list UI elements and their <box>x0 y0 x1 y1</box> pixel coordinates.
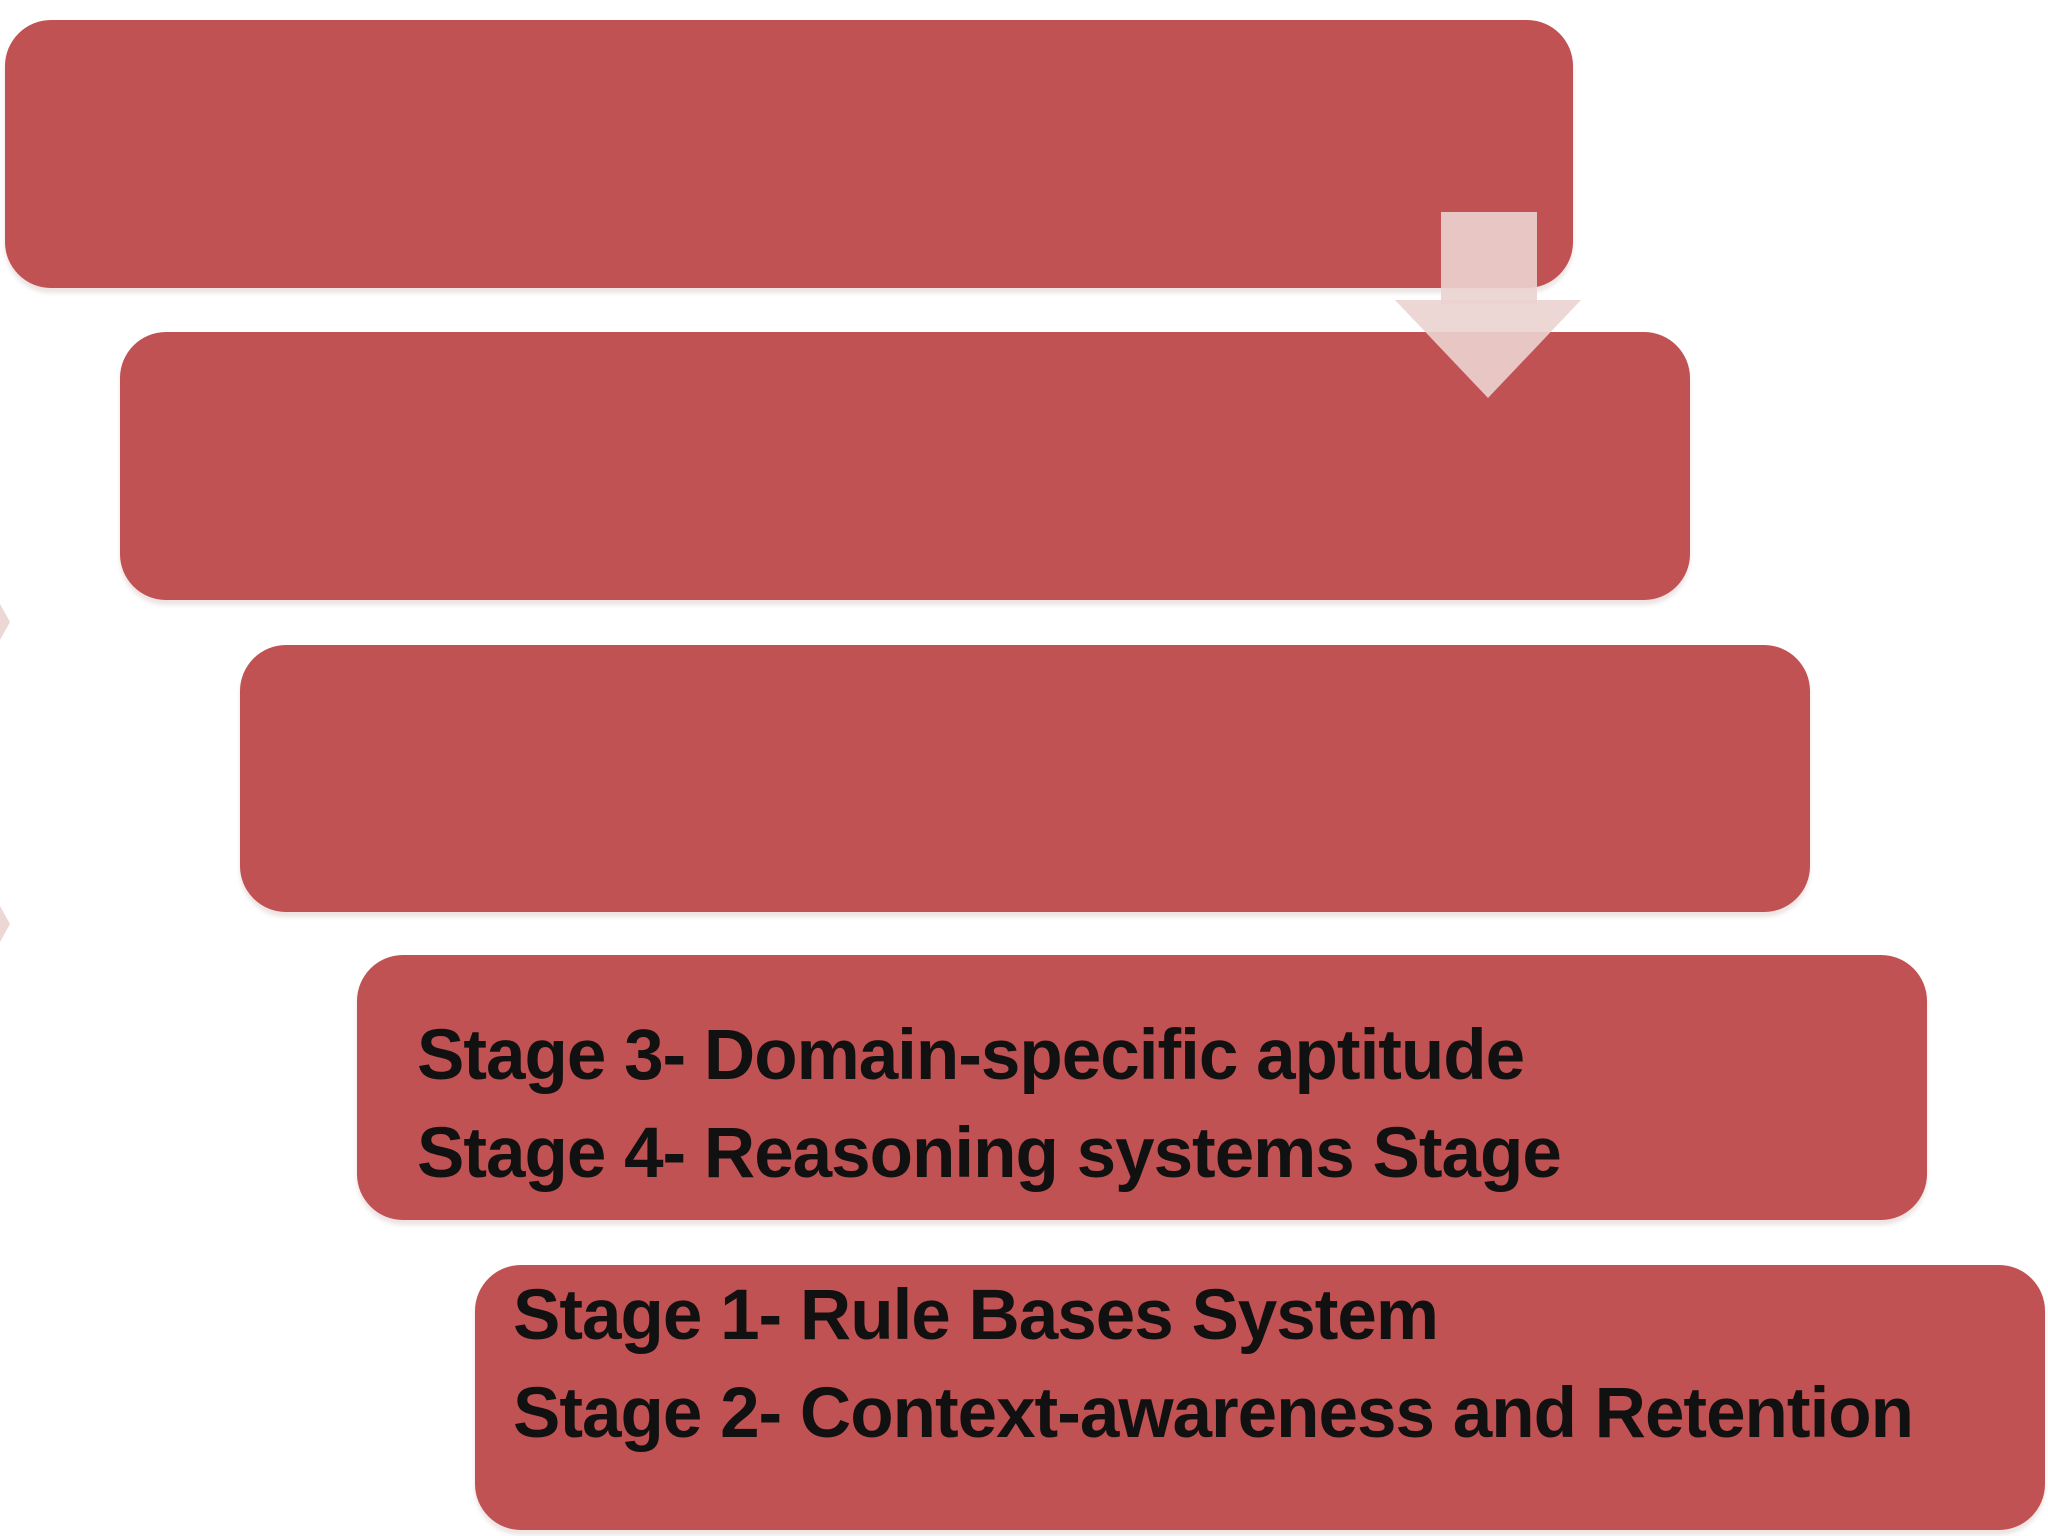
arrow-head <box>1395 300 1581 398</box>
stage-box-5-line-2: Stage 2- Context-awareness and Retention <box>513 1374 1914 1453</box>
stage-box-4-line-2: Stage 4- Reasoning systems Stage <box>417 1114 1562 1193</box>
stage-box-4-line-1: Stage 3- Domain-specific aptitude <box>417 1016 1525 1095</box>
stage-box-5-line-1: Stage 1- Rule Bases System <box>513 1276 1439 1355</box>
stage-box-4: Stage 3- Domain-specific aptitude Stage … <box>357 955 1927 1220</box>
left-edge-arrow-fragment-icon <box>0 604 10 640</box>
arrow-down-icon <box>1395 212 1581 398</box>
stage-box-3 <box>240 645 1810 912</box>
arrow-shaft <box>1441 212 1537 304</box>
left-edge-arrow-fragment-icon <box>0 906 10 942</box>
stage-box-5: Stage 1- Rule Bases System Stage 2- Cont… <box>475 1265 2045 1530</box>
stage-box-1 <box>5 20 1573 288</box>
